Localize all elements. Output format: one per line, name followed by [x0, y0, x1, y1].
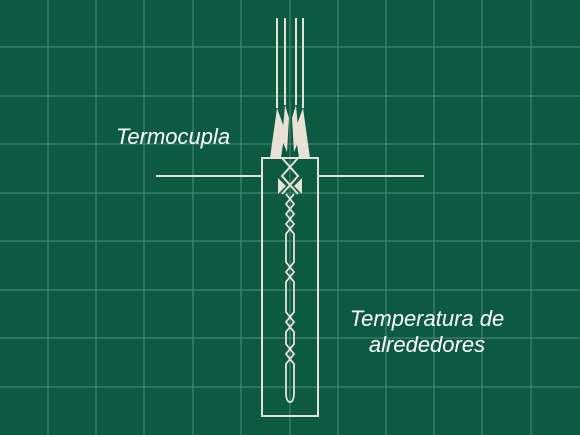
thermowell-drawing — [156, 18, 424, 417]
fitting-cone-left — [270, 108, 285, 158]
gland-left — [278, 178, 286, 194]
surroundings-temperature-label: Temperatura de alrededores — [346, 306, 508, 358]
thermocouple-label: Termocupla — [116, 124, 231, 149]
surroundings-label-line1: Temperatura de — [349, 306, 505, 331]
gland-cross — [281, 157, 300, 195]
fitting-base-outline — [261, 157, 319, 176]
gland-right — [294, 178, 302, 194]
fitting-center-right — [292, 105, 299, 152]
fitting-center-left — [282, 105, 289, 152]
thermocouple-wire-a — [284, 193, 296, 392]
fitting-cone-right — [295, 108, 310, 158]
measuring-junction — [285, 391, 295, 403]
surroundings-label-line2: alrededores — [368, 332, 486, 357]
gland-cross-2 — [280, 157, 299, 195]
thermowell-tube — [261, 176, 319, 417]
thermocouple-wire-b — [284, 193, 296, 392]
